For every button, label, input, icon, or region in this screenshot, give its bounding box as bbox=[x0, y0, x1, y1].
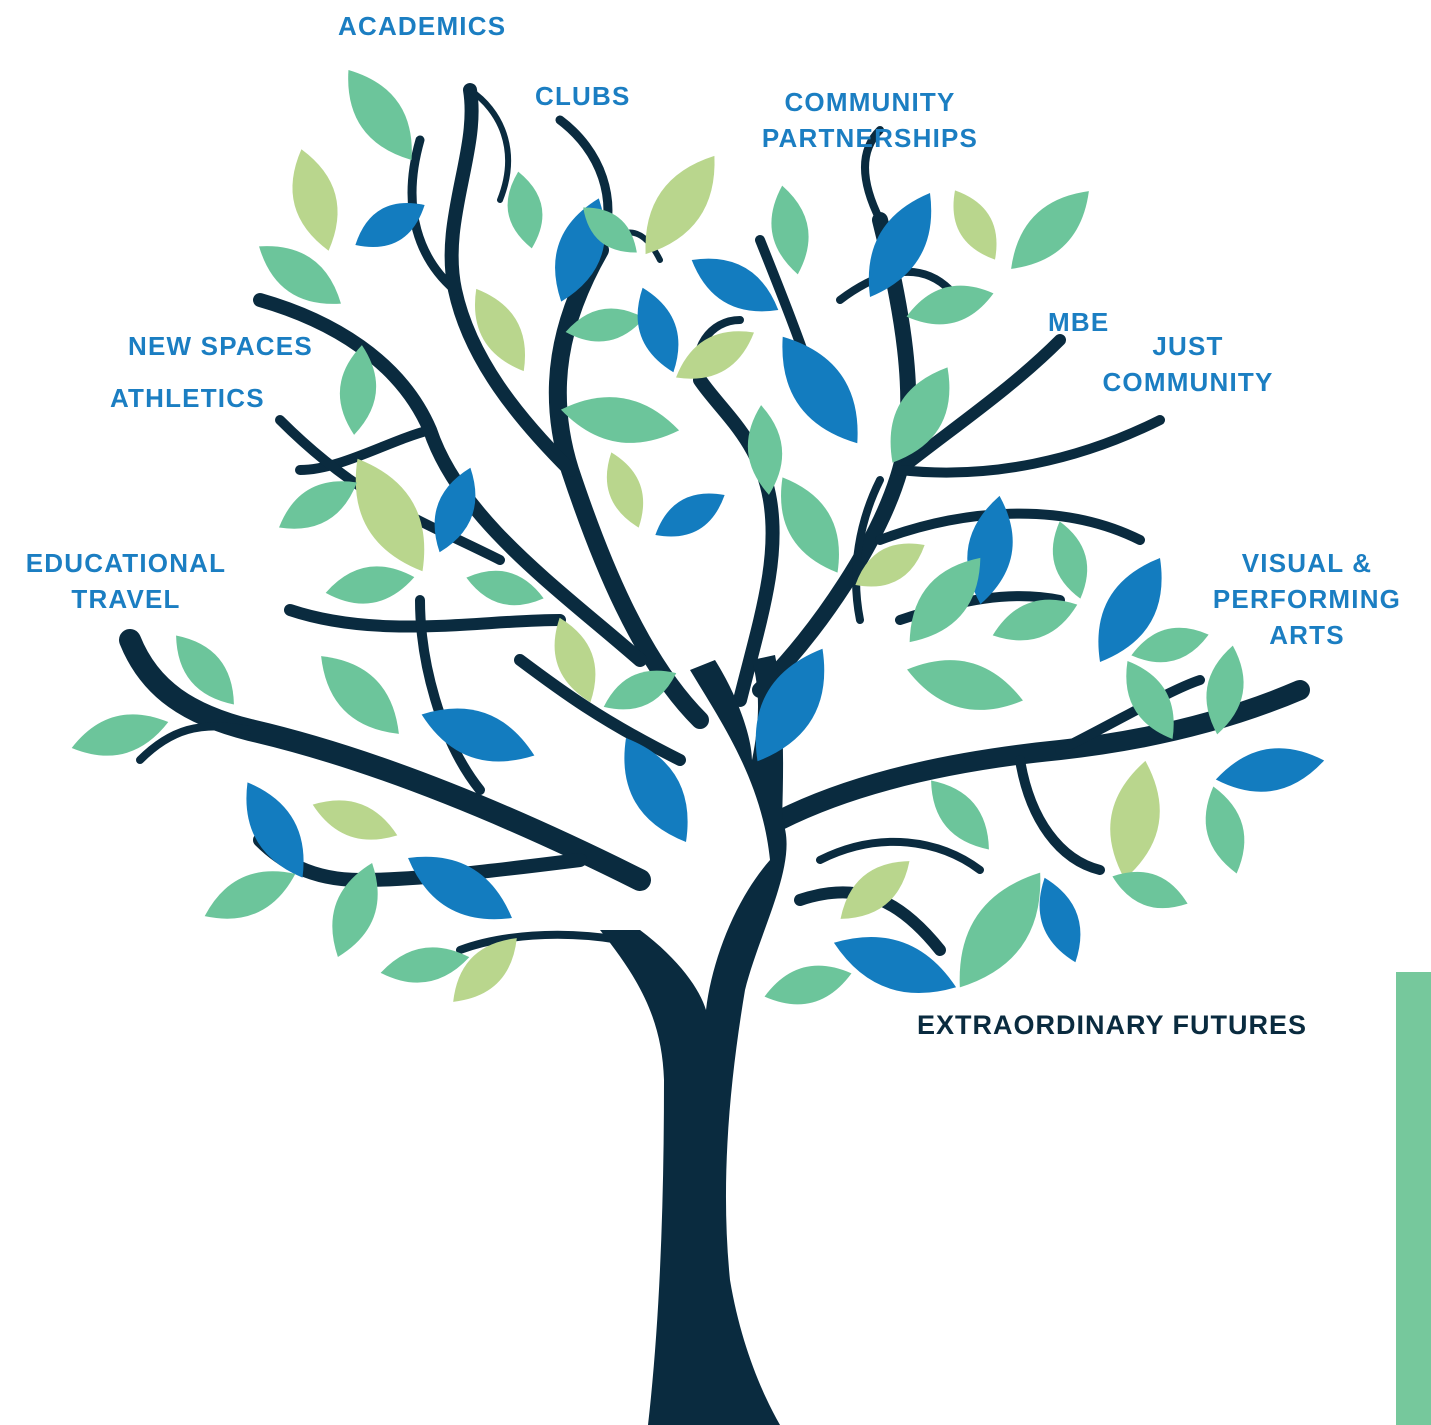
leaf bbox=[1110, 760, 1160, 880]
leaf bbox=[583, 207, 637, 253]
leaf bbox=[259, 246, 341, 304]
branch bbox=[415, 595, 485, 795]
branch bbox=[456, 930, 624, 954]
leaf bbox=[907, 660, 1023, 710]
branch bbox=[894, 334, 1066, 476]
leaf bbox=[676, 331, 754, 379]
leaf bbox=[782, 336, 858, 444]
leaf bbox=[953, 190, 997, 260]
leaf bbox=[355, 203, 425, 247]
footer-title: EXTRAORDINARY FUTURES bbox=[917, 1010, 1308, 1040]
leaf bbox=[868, 193, 932, 297]
leaf bbox=[833, 937, 957, 993]
branch bbox=[861, 126, 884, 224]
leaf bbox=[747, 405, 783, 495]
leaf bbox=[691, 258, 779, 312]
leaf bbox=[855, 543, 925, 587]
leaf bbox=[624, 738, 688, 842]
leaf bbox=[781, 477, 839, 573]
branch bbox=[895, 415, 1165, 478]
leaf bbox=[755, 648, 825, 762]
leaf bbox=[1206, 645, 1244, 735]
leaf bbox=[565, 308, 645, 342]
branch bbox=[852, 476, 884, 624]
leaf bbox=[959, 872, 1041, 988]
label-visual-performing-arts: VISUAL & PERFORMING ARTS bbox=[1212, 548, 1402, 650]
leaf bbox=[909, 557, 981, 643]
leaf bbox=[1011, 191, 1089, 269]
leaf bbox=[1215, 748, 1325, 792]
leaf bbox=[637, 287, 679, 373]
branch bbox=[284, 604, 566, 633]
label-clubs: CLUBS bbox=[535, 81, 631, 111]
branch bbox=[693, 373, 780, 707]
leaf bbox=[1205, 786, 1245, 874]
label-community-partnerships: COMMUNITY PARTNERSHIPS bbox=[761, 87, 979, 153]
label-just-community: JUST COMMUNITY bbox=[1102, 331, 1274, 397]
leaf bbox=[246, 782, 304, 878]
branch bbox=[514, 654, 686, 766]
leaf bbox=[292, 149, 338, 251]
leaf bbox=[967, 495, 1013, 605]
leaf bbox=[475, 288, 525, 372]
leaf bbox=[1052, 521, 1088, 599]
leaf bbox=[655, 493, 725, 537]
leaf bbox=[507, 171, 543, 249]
leaf bbox=[332, 863, 378, 957]
leaf bbox=[466, 570, 544, 606]
leaf bbox=[1131, 627, 1209, 663]
branch bbox=[1015, 755, 1105, 875]
leaf bbox=[992, 599, 1078, 641]
leaf bbox=[603, 670, 677, 710]
leaf bbox=[764, 965, 852, 1005]
branch bbox=[407, 135, 460, 295]
leaf bbox=[1126, 661, 1174, 739]
leaf bbox=[453, 938, 517, 1002]
branch bbox=[253, 293, 647, 667]
leaf bbox=[645, 155, 715, 255]
leaf bbox=[339, 345, 377, 435]
leaf bbox=[554, 617, 596, 703]
label-new-spaces: NEW SPACES bbox=[128, 331, 313, 361]
leaf bbox=[348, 69, 412, 161]
label-athletics: ATHLETICS bbox=[110, 383, 265, 413]
branch bbox=[816, 837, 984, 874]
branch bbox=[875, 508, 1145, 545]
leaf bbox=[560, 397, 680, 443]
leaf bbox=[1112, 871, 1188, 909]
branch bbox=[119, 629, 651, 891]
leaf bbox=[355, 458, 425, 572]
leaf bbox=[890, 367, 950, 463]
leaf bbox=[1039, 877, 1081, 963]
leaf bbox=[771, 185, 809, 275]
leaf bbox=[321, 656, 399, 734]
leaf bbox=[176, 635, 234, 705]
leaf bbox=[325, 566, 415, 604]
label-mbe: MBE bbox=[1048, 307, 1110, 337]
leaf bbox=[279, 481, 357, 529]
branch bbox=[467, 87, 511, 203]
leaf bbox=[380, 947, 470, 983]
label-educational-travel: EDUCATIONAL TRAVEL bbox=[25, 548, 227, 614]
accent-bar bbox=[1396, 972, 1431, 1425]
leaf bbox=[931, 780, 989, 850]
leaf bbox=[312, 800, 398, 840]
tree-trunk bbox=[600, 655, 787, 1425]
leaf bbox=[606, 452, 644, 528]
leaf bbox=[840, 861, 910, 919]
leaf bbox=[408, 856, 512, 920]
tree-leaves bbox=[71, 69, 1325, 1005]
leaf bbox=[204, 871, 296, 919]
branch bbox=[136, 722, 254, 764]
leaf bbox=[906, 285, 994, 325]
leaf bbox=[421, 708, 535, 762]
branch bbox=[295, 425, 435, 475]
label-academics: ACADEMICS bbox=[338, 11, 507, 41]
leaf bbox=[1098, 558, 1162, 662]
leaf bbox=[71, 714, 169, 756]
leaf bbox=[434, 467, 476, 553]
